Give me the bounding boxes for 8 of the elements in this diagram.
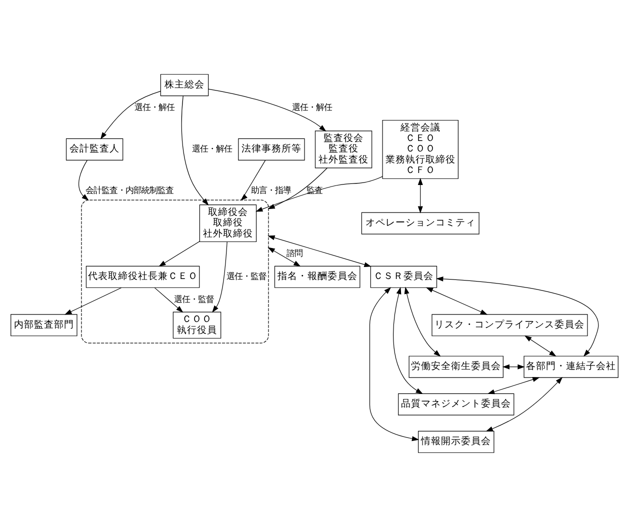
edge-label: 選任・解任: [292, 102, 332, 112]
edge-label: 助言・指導: [250, 185, 291, 196]
edge-label: 選任・監督: [226, 271, 266, 282]
edge-label: 諮問: [286, 248, 302, 258]
edge-label: 選任・監督: [174, 294, 214, 304]
edge-label: 選任・解任: [134, 102, 175, 112]
edge-label: 選任・解任: [192, 144, 232, 154]
edge-label: 会計監査・内部統制監査: [85, 185, 174, 196]
